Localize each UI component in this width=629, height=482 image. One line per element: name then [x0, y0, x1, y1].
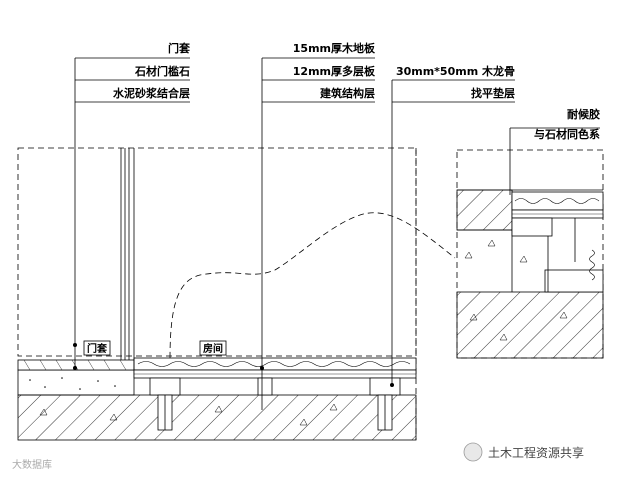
callout-joist: 30mm*50mm 木龙骨	[396, 64, 515, 78]
room-label: 房间	[203, 342, 223, 355]
room-label-box	[199, 340, 227, 356]
callout-plywood: 12mm厚多层板	[293, 64, 376, 78]
mortar-layer	[17, 369, 135, 396]
watermark-left: 大数据库	[12, 458, 52, 471]
callout-leveling: 找平垫层	[471, 86, 515, 100]
aggregate-marks	[39, 403, 338, 426]
leader-lines	[74, 57, 600, 410]
callout-wood-floor: 15mm厚木地板	[293, 41, 376, 55]
detail-frame	[456, 149, 604, 359]
door-label: 门套	[87, 342, 108, 355]
callout-door-frame: 门套	[168, 41, 191, 55]
wood-floor	[133, 357, 417, 371]
callout-mortar: 水泥砂浆结合层	[113, 86, 190, 100]
mortar-dots	[29, 377, 116, 390]
section-frame	[17, 147, 417, 357]
watermark-right: 土木工程资源共享	[488, 445, 584, 460]
wood-joists	[149, 377, 401, 431]
structure-layer	[17, 394, 417, 441]
callout-sealant: 耐候胶	[567, 107, 600, 121]
wechat-icon	[463, 442, 483, 462]
door-jamb	[120, 148, 135, 370]
callout-structure: 建筑结构层	[320, 86, 375, 100]
callout-stone-threshold: 石材门槛石	[134, 64, 190, 78]
callout-sealant-color: 与石材同色系	[534, 127, 600, 141]
break-line	[169, 212, 456, 359]
detail-drawing	[456, 189, 604, 359]
door-label-box	[83, 340, 111, 356]
detail-aggregate	[464, 239, 568, 341]
